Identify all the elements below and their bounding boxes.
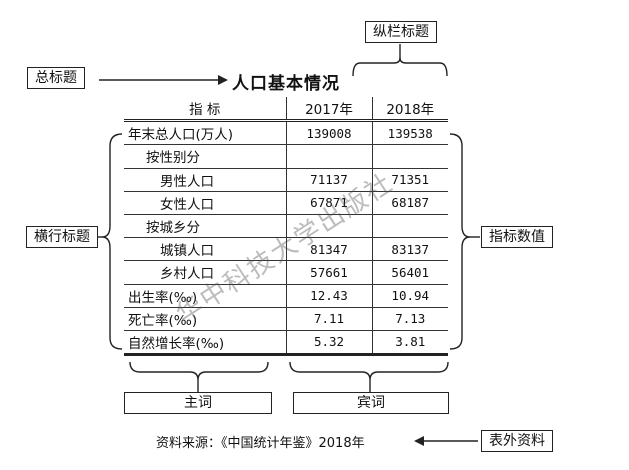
- value-2018: 10.94: [372, 284, 448, 308]
- row-title-brace: [101, 133, 123, 350]
- value-2018: 83137: [372, 237, 448, 262]
- value-2017: [286, 144, 373, 169]
- value-2017: 12.43: [286, 284, 373, 308]
- value-2018: 7.13: [372, 307, 448, 331]
- value-2018: [372, 144, 448, 169]
- subject-brace: [129, 361, 269, 381]
- row-label: 男性人口: [124, 168, 287, 192]
- table-row: 男性人口 71137 71351: [124, 168, 448, 192]
- value-2018: 71351: [372, 168, 448, 192]
- value-2018: 56401: [372, 260, 448, 285]
- row-label: 自然增长率(‰): [124, 330, 287, 357]
- value-2017: 139008: [286, 120, 373, 146]
- header-indicator: 指 标: [124, 97, 287, 123]
- table-row: 出生率(‰) 12.43 10.94: [124, 284, 448, 308]
- row-label: 女性人口: [124, 191, 287, 215]
- table-header-row: 指 标 2017年 2018年: [124, 97, 448, 123]
- total-title-label: 总标题: [27, 67, 85, 89]
- value-2017: 71137: [286, 168, 373, 192]
- outside-info-label: 表外资料: [481, 430, 553, 452]
- value-2018: [372, 214, 448, 239]
- table-row: 乡村人口 57661 56401: [124, 260, 448, 285]
- value-2017: 67871: [286, 191, 373, 215]
- row-label: 按城乡分: [124, 214, 287, 239]
- table-row: 按城乡分: [124, 214, 448, 239]
- indicator-value-label: 指标数值: [481, 226, 553, 248]
- table-row: 年末总人口(万人) 139008 139538: [124, 120, 448, 146]
- row-title-label: 横行标题: [26, 226, 98, 248]
- row-label: 城镇人口: [124, 237, 287, 262]
- predicate-label: 宾词: [293, 392, 449, 414]
- row-label: 按性别分: [124, 144, 287, 169]
- value-2017: 57661: [286, 260, 373, 285]
- table-row: 按性别分: [124, 144, 448, 169]
- subject-label: 主词: [124, 392, 272, 414]
- predicate-brace: [289, 361, 449, 381]
- value-2017: 81347: [286, 237, 373, 262]
- value-2017: [286, 214, 373, 239]
- value-2018: 139538: [372, 120, 448, 146]
- statistics-table: 指 标 2017年 2018年 年末总人口(万人) 139008 139538 …: [124, 97, 448, 357]
- value-2017: 5.32: [286, 330, 373, 357]
- row-label: 出生率(‰): [124, 284, 287, 308]
- row-label: 乡村人口: [124, 260, 287, 285]
- column-title-bracket: [352, 57, 448, 77]
- source-note: 资料来源：《中国统计年鉴》2018年: [156, 436, 365, 451]
- table-title: 人口基本情况: [232, 74, 340, 94]
- value-2017: 7.11: [286, 307, 373, 331]
- row-label: 年末总人口(万人): [124, 120, 287, 146]
- table-row: 自然增长率(‰) 5.32 3.81: [124, 330, 448, 357]
- header-2017: 2017年: [286, 97, 373, 123]
- table-row: 死亡率(‰) 7.11 7.13: [124, 307, 448, 331]
- value-brace: [449, 133, 471, 350]
- row-label: 死亡率(‰): [124, 307, 287, 331]
- column-title-label: 纵栏标题: [365, 21, 437, 43]
- table-row: 城镇人口 81347 83137: [124, 237, 448, 262]
- value-2018: 3.81: [372, 330, 448, 357]
- header-2018: 2018年: [372, 97, 448, 123]
- value-2018: 68187: [372, 191, 448, 215]
- table-row: 女性人口 67871 68187: [124, 191, 448, 215]
